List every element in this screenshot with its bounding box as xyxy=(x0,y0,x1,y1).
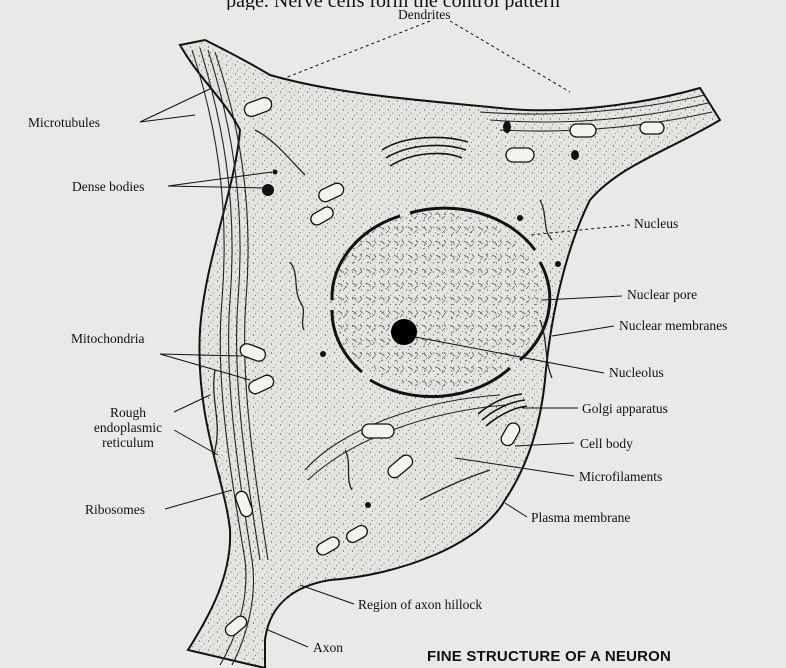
label-nuclear-pore: Nuclear pore xyxy=(627,287,697,302)
nucleolus xyxy=(391,319,417,345)
label-plasma-membrane: Plasma membrane xyxy=(531,510,630,525)
label-ribosomes: Ribosomes xyxy=(85,502,145,517)
label-microfilaments: Microfilaments xyxy=(579,469,662,484)
label-axon: Axon xyxy=(313,640,343,655)
label-microtubules: Microtubules xyxy=(28,115,100,130)
label-dense-bodies: Dense bodies xyxy=(72,179,144,194)
label-nucleus: Nucleus xyxy=(634,216,678,231)
label-mitochondria: Mitochondria xyxy=(71,331,145,346)
label-axon-hillock: Region of axon hillock xyxy=(358,597,482,612)
label-cell-body: Cell body xyxy=(580,436,633,451)
label-nuclear-membranes: Nuclear membranes xyxy=(619,318,727,333)
label-rough-er: Rough endoplasmic reticulum xyxy=(78,405,178,450)
figure-title: FINE STRUCTURE OF A NEURON xyxy=(427,648,671,665)
label-golgi-apparatus: Golgi apparatus xyxy=(582,401,668,416)
label-rough-er-line2: endoplasmic xyxy=(78,420,178,435)
label-dendrites: Dendrites xyxy=(398,7,450,22)
label-rough-er-line3: reticulum xyxy=(78,435,178,450)
label-nucleolus: Nucleolus xyxy=(609,365,664,380)
label-rough-er-line1: Rough xyxy=(78,405,178,420)
